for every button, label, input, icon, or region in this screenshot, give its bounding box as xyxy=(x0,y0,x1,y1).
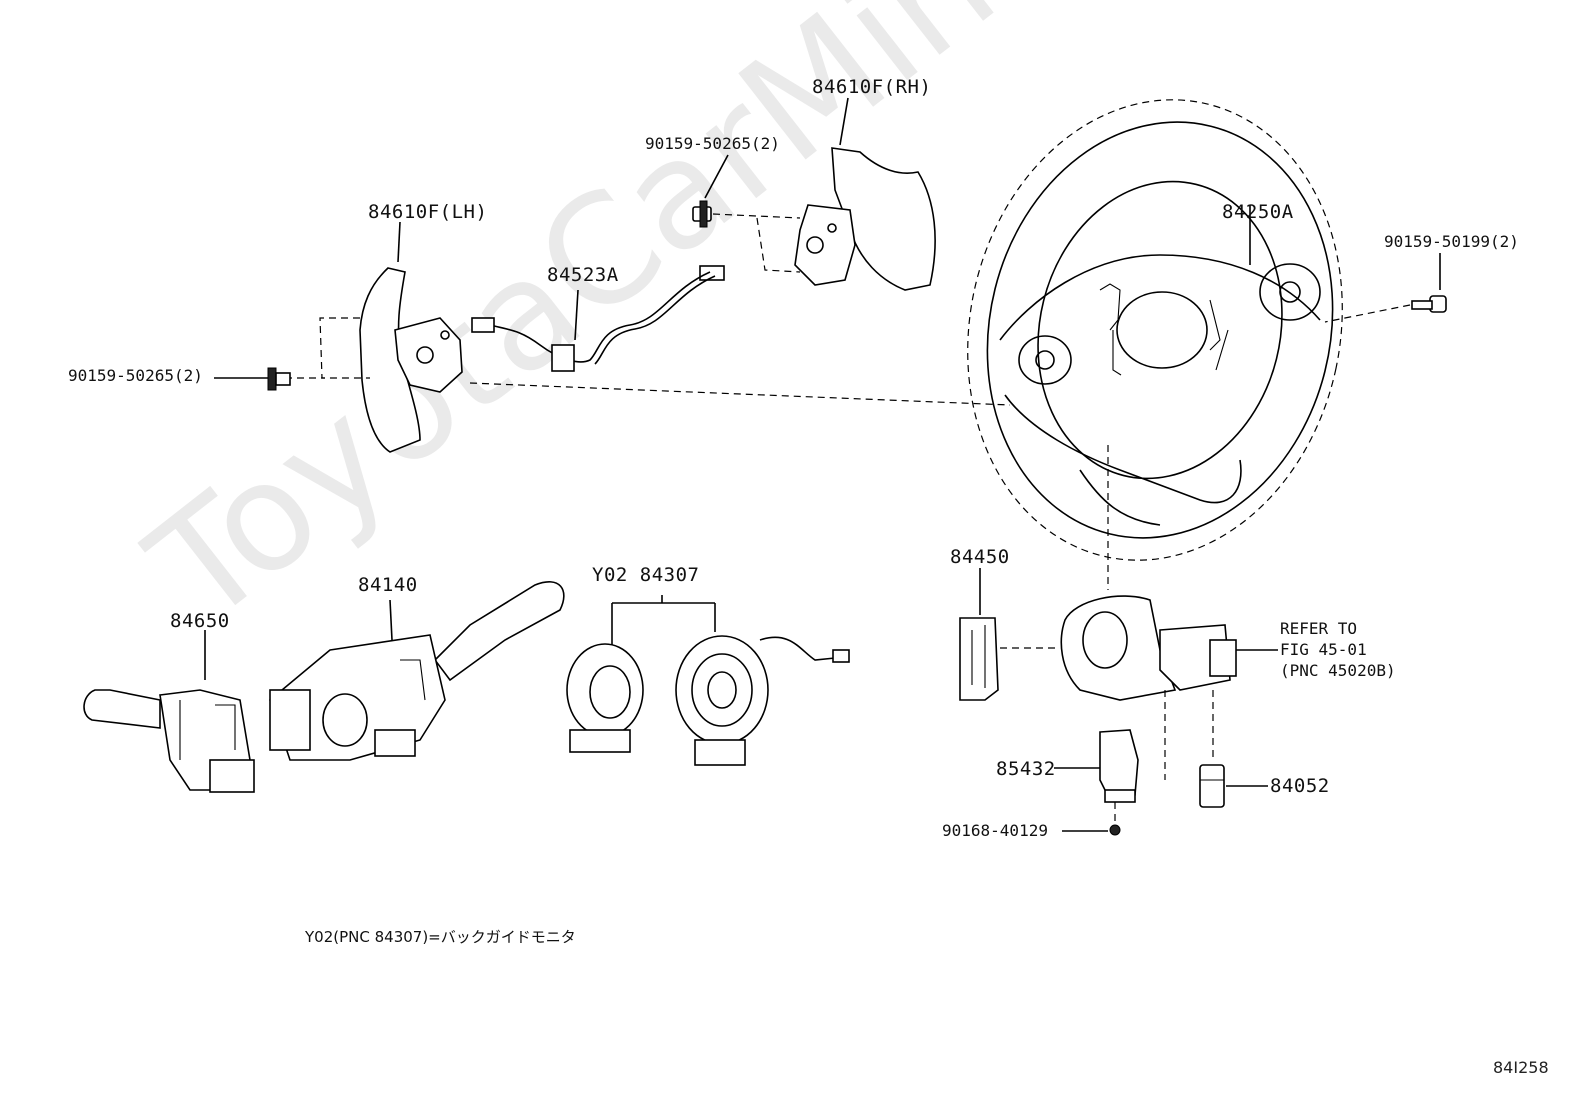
label-paddle-lh: 84610F(LH) xyxy=(368,201,488,223)
plug-drawing xyxy=(1199,764,1268,808)
label-module: 84450 xyxy=(950,546,1010,568)
label-turn-switch: 84140 xyxy=(358,574,418,596)
label-refer-line2: FIG 45-01 xyxy=(1280,640,1367,659)
sensor-drawing xyxy=(1054,729,1139,836)
spiral-cable-drawing xyxy=(566,595,850,766)
label-refer-line1: REFER TO xyxy=(1280,619,1358,638)
label-plug: 84052 xyxy=(1270,775,1330,797)
label-sensor: 85432 xyxy=(996,758,1056,780)
label-screw-wheel: 90159-50199(2) xyxy=(1384,232,1519,251)
steering-wheel-drawing xyxy=(967,99,1343,561)
wire-harness-drawing xyxy=(471,271,716,372)
wiper-switch-drawing xyxy=(83,630,255,793)
figure-code: 84I258 xyxy=(1493,1058,1549,1077)
label-spiral-cable: Y02 84307 xyxy=(592,564,700,586)
label-wire-harness: 84523A xyxy=(547,264,619,286)
label-steering-wheel: 84250A xyxy=(1222,201,1294,223)
turn-switch-drawing xyxy=(269,581,565,761)
module-drawing xyxy=(959,568,1060,701)
label-wiper-switch: 84650 xyxy=(170,610,230,632)
label-screw-rh: 90159-50265(2) xyxy=(645,134,780,153)
label-paddle-rh: 84610F(RH) xyxy=(812,76,932,98)
label-screw-lh: 90159-50265(2) xyxy=(68,366,203,385)
label-refer-line3: (PNC 45020B) xyxy=(1280,661,1396,680)
switch-body-drawing xyxy=(1060,595,1278,780)
label-bolt: 90168-40129 xyxy=(942,821,1048,840)
footnote: Y02(PNC 84307)=バックガイドモニタ xyxy=(305,928,576,946)
paddle-rh-drawing xyxy=(692,97,936,291)
screw-wheel-drawing xyxy=(1324,253,1447,323)
paddle-lh-drawing xyxy=(214,221,1011,453)
